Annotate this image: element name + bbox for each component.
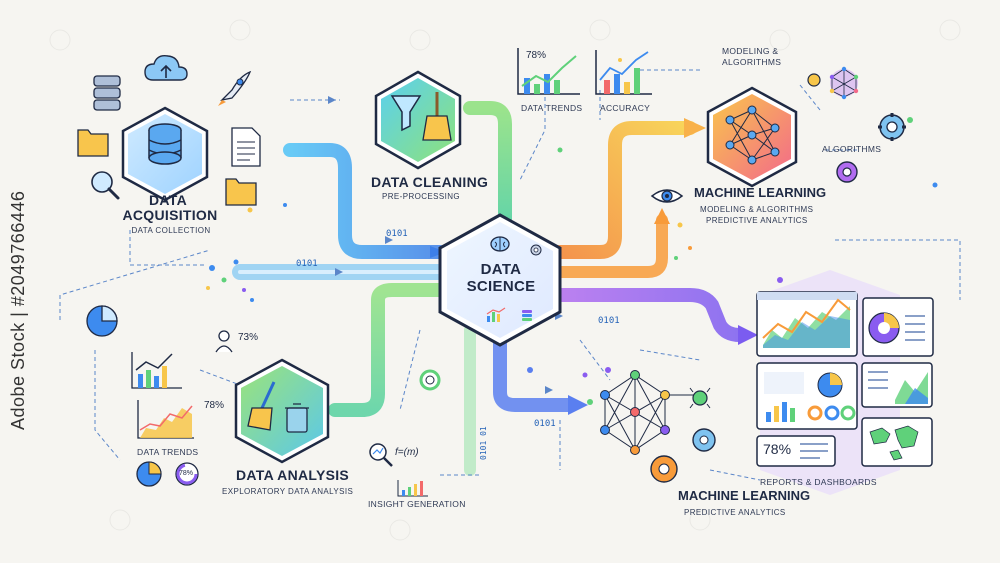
ml-top-subtitle-2: PREDICTIVE ANALYTICS — [706, 216, 808, 225]
pie-chart-icon — [86, 305, 118, 337]
flow-ml-top — [553, 121, 697, 259]
data-trends-left-label: DATA TRENDS — [137, 447, 199, 457]
binary-1: 0101 — [386, 229, 408, 239]
left-pie-percent: 78% — [179, 470, 194, 477]
dashed-connectors — [59, 69, 961, 481]
mini-chart-icon — [486, 307, 506, 322]
folder-icon-2 — [225, 178, 257, 206]
target-ring-icon — [419, 369, 441, 391]
accuracy-label: ACCURACY — [600, 103, 651, 113]
flow-ml-predict — [554, 214, 668, 278]
binary-3: 0101 — [598, 316, 620, 326]
line-bar-chart-left — [131, 352, 182, 389]
acquisition-title-1: DATA — [148, 192, 187, 208]
top-chart-percent: 78% — [526, 50, 547, 61]
magnifier-icon — [91, 171, 120, 200]
flow-analysis — [328, 283, 447, 417]
acquisition-title-2: ACQUISITION — [122, 207, 218, 223]
data-trends-chart — [517, 48, 580, 95]
gear-icon-large — [878, 113, 906, 141]
analysis-title: DATA ANALYSIS — [236, 467, 350, 483]
watermark-text: Adobe Stock | #2049766446 — [8, 190, 28, 430]
donut-pct-icon — [175, 462, 199, 486]
dashboard-panel — [756, 270, 934, 495]
binary-4: 0101 — [534, 419, 556, 429]
document-icon — [231, 127, 261, 167]
broom-icon-2 — [247, 381, 276, 431]
reports-dashboards-label: REPORTS & DASHBOARDS — [760, 477, 877, 487]
server-icon — [93, 75, 121, 111]
person-icon — [215, 330, 233, 353]
trash-icon — [285, 403, 309, 433]
ml-network-bottom — [604, 374, 700, 451]
gear-icon-tiny — [807, 73, 821, 87]
bug-node-icon — [689, 387, 711, 409]
flow-cleaning — [463, 101, 512, 227]
center-hexagon — [438, 213, 562, 347]
left-mid-percent: 73% — [238, 332, 259, 343]
modeling-line-2: ALGORITHMS — [722, 57, 782, 67]
pie-chart-small — [136, 461, 162, 487]
funnel-icon — [390, 95, 422, 132]
data-trends-top-label: DATA TRENDS — [521, 103, 583, 113]
accuracy-chart — [595, 50, 652, 95]
network-sphere-icon — [829, 66, 859, 100]
analysis-subtitle: EXPLORATORY DATA ANALYSIS — [222, 487, 354, 496]
cleaning-title: DATA CLEANING — [371, 174, 489, 190]
dashboard-percent: 78% — [763, 441, 792, 457]
scatter-dots — [206, 58, 938, 378]
acquisition-subtitle: DATA COLLECTION — [131, 226, 211, 235]
broom-icon — [422, 92, 452, 141]
flow-dashboards — [553, 288, 747, 342]
insight-chart-icon — [397, 480, 428, 497]
cleaning-hexagon — [374, 70, 462, 170]
stack-icon — [522, 310, 532, 321]
area-chart-left — [137, 400, 194, 439]
insight-magnifier-icon — [369, 443, 393, 467]
ml-bottom-subtitle: PREDICTIVE ANALYTICS — [684, 508, 786, 517]
cleaning-subtitle: PRE-PROCESSING — [382, 192, 461, 201]
database-icon — [148, 123, 182, 165]
gear-icon — [530, 244, 542, 256]
rocket-icon — [218, 70, 252, 106]
gear-icon-small — [836, 161, 858, 183]
algorithms-label: ALGORITHMS — [822, 144, 882, 154]
center-title-1: DATA — [480, 261, 522, 278]
brain-icon — [490, 236, 510, 252]
modeling-line-1: MODELING & — [722, 46, 779, 56]
ml-bottom-title: MACHINE LEARNING — [678, 488, 811, 503]
neural-network-icon — [725, 105, 780, 165]
left-lower-percent: 78% — [204, 400, 225, 411]
flow-acquisition-upper — [283, 143, 447, 259]
center-title-2: SCIENCE — [466, 278, 536, 295]
folder-icon — [77, 129, 109, 157]
ml-top-title: MACHINE LEARNING — [694, 185, 827, 200]
flow-ml-bottom — [493, 323, 577, 412]
ml-top-subtitle-1: MODELING & ALGORITHMS — [700, 205, 814, 214]
insight-generation-label: INSIGHT GENERATION — [368, 499, 466, 509]
gear-icon-blue — [692, 428, 716, 452]
acquisition-hexagon — [121, 106, 209, 202]
analysis-hexagon — [234, 358, 330, 464]
formula-label: f=(m) — [395, 447, 419, 458]
eye-icon — [650, 189, 684, 203]
ml-hexagon — [706, 86, 798, 188]
binary-vertical: 0101 01 — [479, 426, 488, 460]
gear-icon-orange — [650, 455, 678, 483]
cloud-upload-icon — [144, 54, 188, 81]
ml-network-nodes — [587, 367, 670, 455]
background-watermark-pattern — [49, 19, 961, 541]
binary-2: 0101 — [296, 259, 318, 269]
